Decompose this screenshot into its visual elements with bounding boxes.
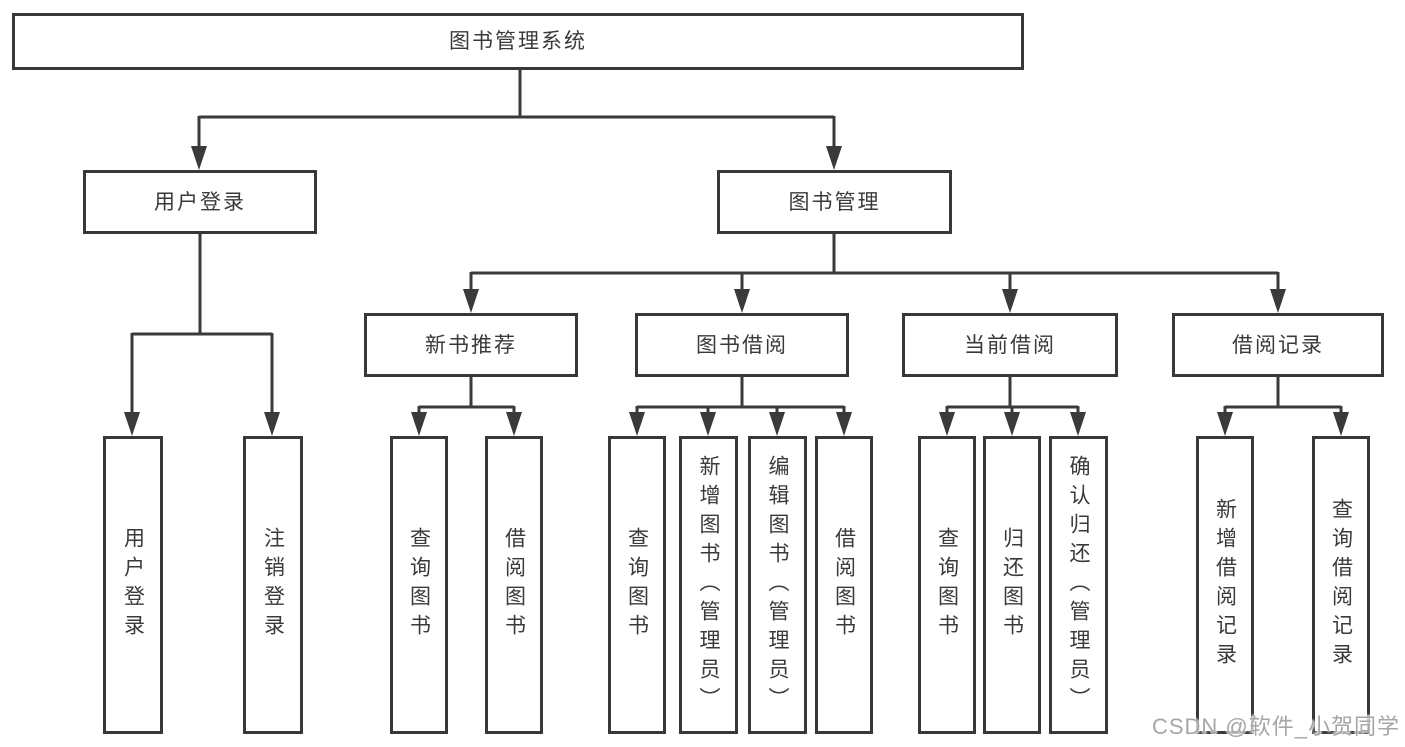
leaf-borrow-books: 借阅图书 <box>815 436 873 734</box>
leaf-label: 查询图书 <box>625 527 649 643</box>
leaf-confirm-return-admin: 确认归还（管理员） <box>1049 436 1108 734</box>
leaf-label: 借阅图书 <box>502 527 526 643</box>
leaf-add-books-admin: 新增图书（管理员） <box>679 436 738 734</box>
leaf-user-login: 用户登录 <box>103 436 163 734</box>
leaf-label: 查询图书 <box>935 527 959 643</box>
node-library-management-system: 图书管理系统 <box>12 13 1024 70</box>
leaf-label: 借阅图书 <box>832 527 856 643</box>
leaf-query-books: 查询图书 <box>608 436 666 734</box>
leaf-label: 新增借阅记录 <box>1213 498 1237 672</box>
leaf-label: 新增图书（管理员） <box>697 454 720 716</box>
leaf-return-books: 归还图书 <box>983 436 1041 734</box>
leaf-query-borrow-record: 查询借阅记录 <box>1312 436 1370 734</box>
node-label: 图书管理系统 <box>449 30 587 53</box>
node-user-login: 用户登录 <box>83 170 317 234</box>
leaf-label: 归还图书 <box>1000 527 1024 643</box>
leaf-query-books: 查询图书 <box>918 436 976 734</box>
arrowhead-icons <box>124 146 1349 436</box>
leaf-label: 确认归还（管理员） <box>1067 454 1090 716</box>
node-current-borrow: 当前借阅 <box>902 313 1118 377</box>
leaf-label: 编辑图书（管理员） <box>766 454 789 716</box>
leaf-label: 查询图书 <box>407 527 431 643</box>
leaf-edit-books-admin: 编辑图书（管理员） <box>748 436 807 734</box>
node-borrow-records: 借阅记录 <box>1172 313 1384 377</box>
node-label: 当前借阅 <box>964 333 1056 357</box>
leaf-label: 查询借阅记录 <box>1329 498 1353 672</box>
leaf-label: 注销登录 <box>261 527 285 643</box>
node-label: 图书借阅 <box>696 333 788 357</box>
node-label: 用户登录 <box>154 190 246 214</box>
leaf-query-books: 查询图书 <box>390 436 448 734</box>
node-new-book-recommend: 新书推荐 <box>364 313 578 377</box>
node-label: 借阅记录 <box>1232 333 1324 357</box>
node-label: 图书管理 <box>788 190 881 214</box>
leaf-add-borrow-record: 新增借阅记录 <box>1196 436 1254 734</box>
leaf-label: 用户登录 <box>121 527 145 643</box>
node-label: 新书推荐 <box>425 333 517 357</box>
node-book-management: 图书管理 <box>717 170 952 234</box>
leaf-borrow-books: 借阅图书 <box>485 436 543 734</box>
leaf-logout: 注销登录 <box>243 436 303 734</box>
node-book-borrow: 图书借阅 <box>635 313 849 377</box>
csdn-watermark: CSDN @软件_小贺同学 <box>1151 714 1400 739</box>
